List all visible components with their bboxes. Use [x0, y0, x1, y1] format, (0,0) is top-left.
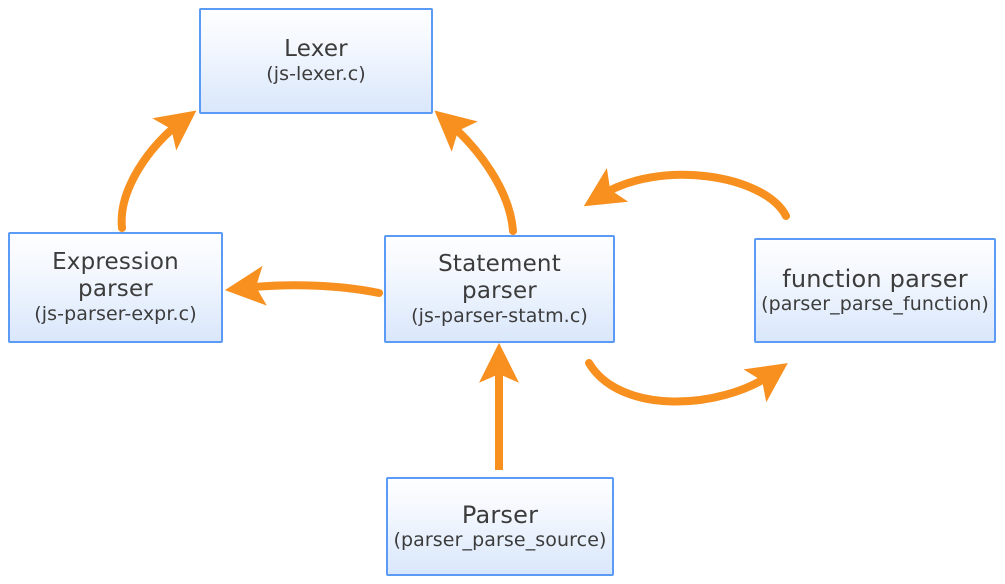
node-statement-parser[interactable]: Statement parser (js-parser-statm.c)	[384, 235, 615, 343]
node-parser-subtitle: (parser_parse_source)	[393, 529, 607, 552]
edge-statement-to-expression	[224, 265, 383, 306]
node-parser[interactable]: Parser (parser_parse_source)	[386, 477, 614, 576]
node-function-parser-title: function parser	[782, 265, 968, 294]
node-parser-title: Parser	[461, 501, 539, 530]
node-expression-parser-title-line2: parser	[78, 276, 153, 303]
node-expression-parser[interactable]: Expression parser (js-parser-expr.c)	[8, 232, 223, 343]
edge-statement-to-function	[585, 359, 788, 406]
edge-expression-to-lexer	[117, 110, 197, 232]
node-statement-parser-title: Statement	[438, 250, 561, 277]
edge-function-to-statement	[583, 167, 790, 220]
node-statement-parser-subtitle: (js-parser-statm.c)	[411, 304, 588, 327]
node-statement-parser-title-line2: parser	[462, 277, 537, 304]
node-expression-parser-title: Expression	[52, 249, 179, 276]
node-lexer[interactable]: Lexer (js-lexer.c)	[199, 8, 433, 114]
node-lexer-subtitle: (js-lexer.c)	[266, 63, 366, 86]
node-function-parser[interactable]: function parser (parser_parse_function)	[754, 238, 996, 343]
edge-statement-to-lexer	[434, 110, 517, 235]
node-function-parser-subtitle: (parser_parse_function)	[761, 293, 989, 316]
node-expression-parser-subtitle: (js-parser-expr.c)	[34, 303, 197, 326]
node-lexer-title: Lexer	[284, 36, 348, 63]
